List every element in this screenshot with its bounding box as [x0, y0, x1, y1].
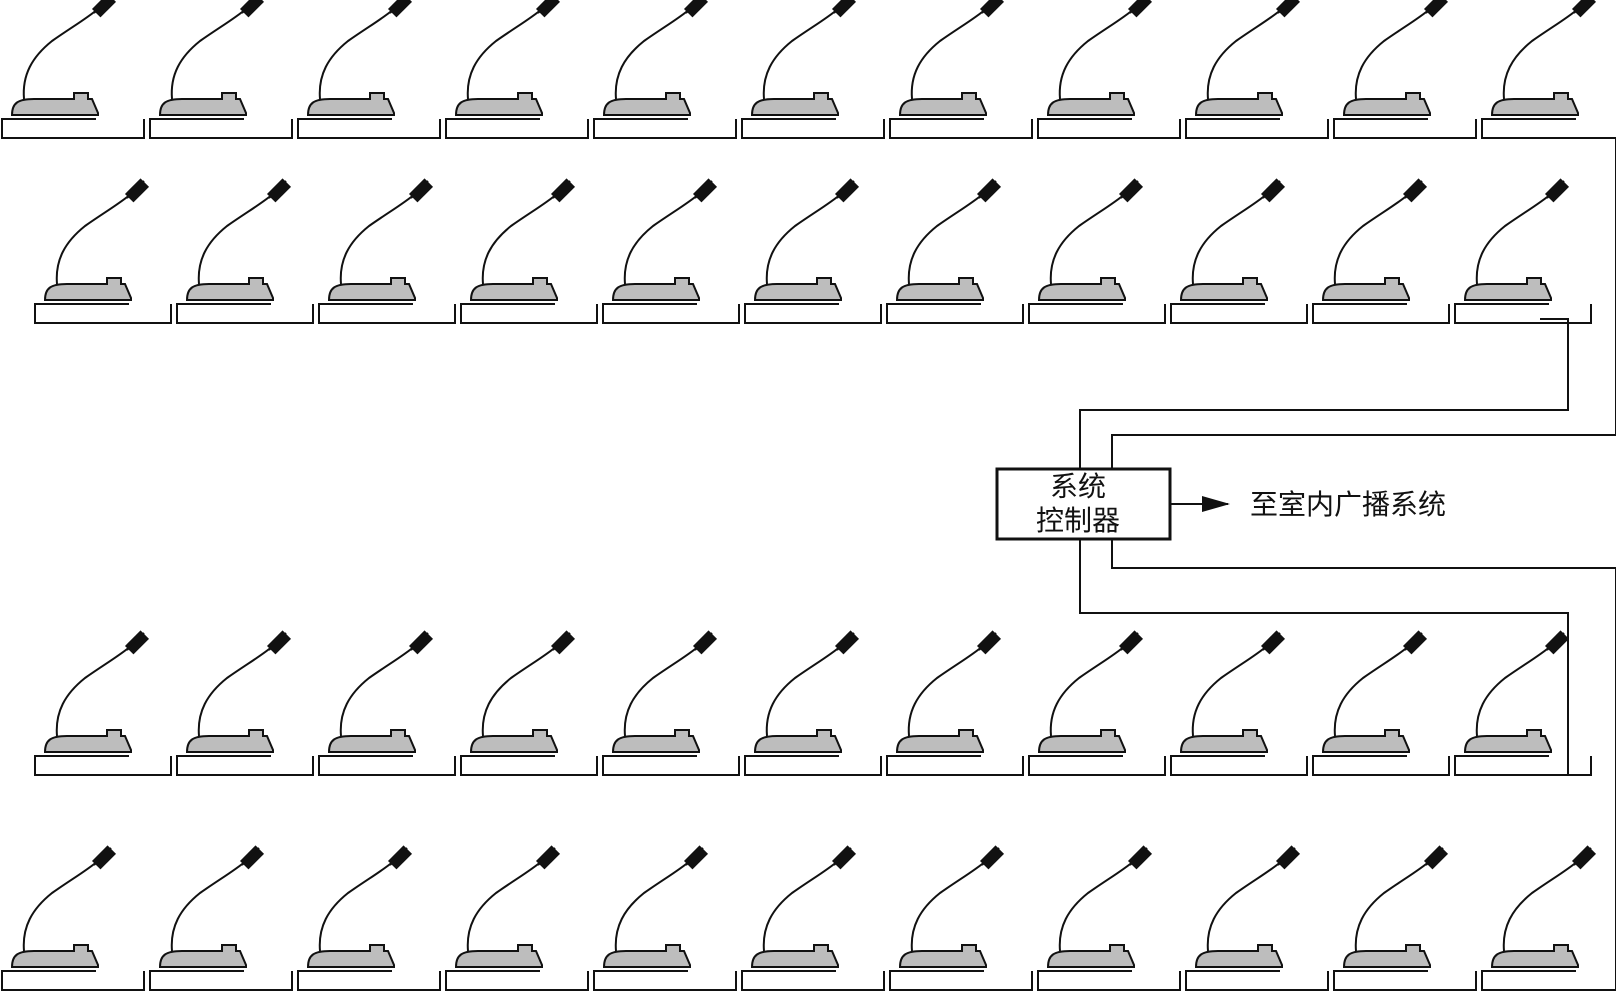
wire-segment	[602, 755, 740, 776]
trunk-wire	[1111, 539, 1616, 991]
wire-segment	[1037, 970, 1181, 991]
conference-microphone-icon	[454, 845, 561, 972]
conference-microphone-icon	[306, 845, 413, 972]
wire-segment	[318, 755, 456, 776]
wire-segment	[445, 970, 589, 991]
wire-segment	[297, 970, 441, 991]
wire-segment	[1312, 303, 1450, 324]
wire-segment	[318, 303, 456, 324]
conference-microphone-icon	[454, 0, 561, 120]
conference-microphone-icon	[895, 178, 1002, 305]
controller-box	[995, 467, 1172, 541]
wire-segment	[1028, 303, 1166, 324]
wire-segment	[744, 755, 882, 776]
conference-microphone-icon	[158, 0, 265, 120]
conference-microphone-icon	[1194, 0, 1301, 120]
conference-microphone-icon	[1321, 178, 1428, 305]
conference-microphone-icon	[750, 845, 857, 972]
trunk-wire	[1111, 137, 1616, 469]
wire-segment	[1481, 970, 1616, 991]
wire-segment	[1333, 118, 1477, 139]
conference-microphone-icon	[1342, 845, 1449, 972]
conference-microphone-icon	[469, 178, 576, 305]
conference-microphone-icon	[1342, 0, 1449, 120]
conference-microphone-icon	[327, 178, 434, 305]
wire-segment	[34, 303, 172, 324]
wire-segment	[1, 970, 145, 991]
conference-microphone-icon	[1490, 845, 1597, 972]
conference-microphone-icon	[753, 630, 860, 757]
conference-microphone-icon	[1179, 178, 1286, 305]
conference-microphone-icon	[602, 0, 709, 120]
conference-microphone-icon	[469, 630, 576, 757]
wire-segment	[460, 303, 598, 324]
controller-label-line2: 控制器	[1036, 504, 1120, 537]
conference-microphone-icon	[185, 630, 292, 757]
conference-microphone-icon	[1490, 0, 1597, 120]
trunk-wire	[1079, 539, 1569, 776]
wire-segment	[1028, 755, 1166, 776]
wire-segment	[1454, 303, 1592, 324]
wire-segment	[741, 970, 885, 991]
conference-microphone-icon	[1463, 178, 1570, 305]
wire-segment	[1170, 303, 1308, 324]
conference-microphone-icon	[1046, 0, 1153, 120]
conference-microphone-icon	[611, 178, 718, 305]
trunk-wire	[1079, 318, 1569, 469]
wire-segment	[593, 970, 737, 991]
wire-segment	[1037, 118, 1181, 139]
wire-segment	[889, 970, 1033, 991]
wire-segment	[445, 118, 589, 139]
wire-segment	[460, 755, 598, 776]
conference-microphone-icon	[1194, 845, 1301, 972]
wire-segment	[1454, 755, 1592, 776]
wire-segment	[1185, 118, 1329, 139]
conference-microphone-icon	[306, 0, 413, 120]
conference-microphone-icon	[898, 0, 1005, 120]
wire-segment	[889, 118, 1033, 139]
conference-microphone-icon	[43, 178, 150, 305]
wire-segment	[886, 303, 1024, 324]
wire-segment	[1333, 970, 1477, 991]
conference-microphone-icon	[1037, 178, 1144, 305]
wire-segment	[1170, 755, 1308, 776]
wire-segment	[886, 755, 1024, 776]
wire-segment	[744, 303, 882, 324]
conference-microphone-icon	[10, 0, 117, 120]
wire-segment	[1312, 755, 1450, 776]
conference-microphone-icon	[611, 630, 718, 757]
wire-segment	[149, 118, 293, 139]
wire-segment	[602, 303, 740, 324]
conference-microphone-icon	[1321, 630, 1428, 757]
wire-segment	[1185, 970, 1329, 991]
controller-label-line1: 系统	[1050, 470, 1106, 503]
wire-segment	[1481, 118, 1616, 139]
conference-microphone-icon	[602, 845, 709, 972]
conference-microphone-icon	[158, 845, 265, 972]
wire-segment	[34, 755, 172, 776]
conference-microphone-icon	[1046, 845, 1153, 972]
wire-segment	[297, 118, 441, 139]
wire-segment	[741, 118, 885, 139]
conference-microphone-icon	[895, 630, 1002, 757]
conference-microphone-icon	[753, 178, 860, 305]
conference-microphone-icon	[327, 630, 434, 757]
wire-segment	[593, 118, 737, 139]
wire-segment	[149, 970, 293, 991]
conference-microphone-icon	[43, 630, 150, 757]
conference-microphone-icon	[10, 845, 117, 972]
conference-microphone-icon	[750, 0, 857, 120]
wire-segment	[176, 303, 314, 324]
conference-microphone-icon	[1179, 630, 1286, 757]
wire-segment	[1, 118, 145, 139]
wire-segment	[176, 755, 314, 776]
output-label: 至室内广播系统	[1250, 488, 1446, 521]
system-controller: 系统 控制器	[995, 467, 1172, 541]
conference-microphone-icon	[898, 845, 1005, 972]
conference-microphone-icon	[1037, 630, 1144, 757]
conference-microphone-icon	[1463, 630, 1570, 757]
conference-microphone-icon	[185, 178, 292, 305]
